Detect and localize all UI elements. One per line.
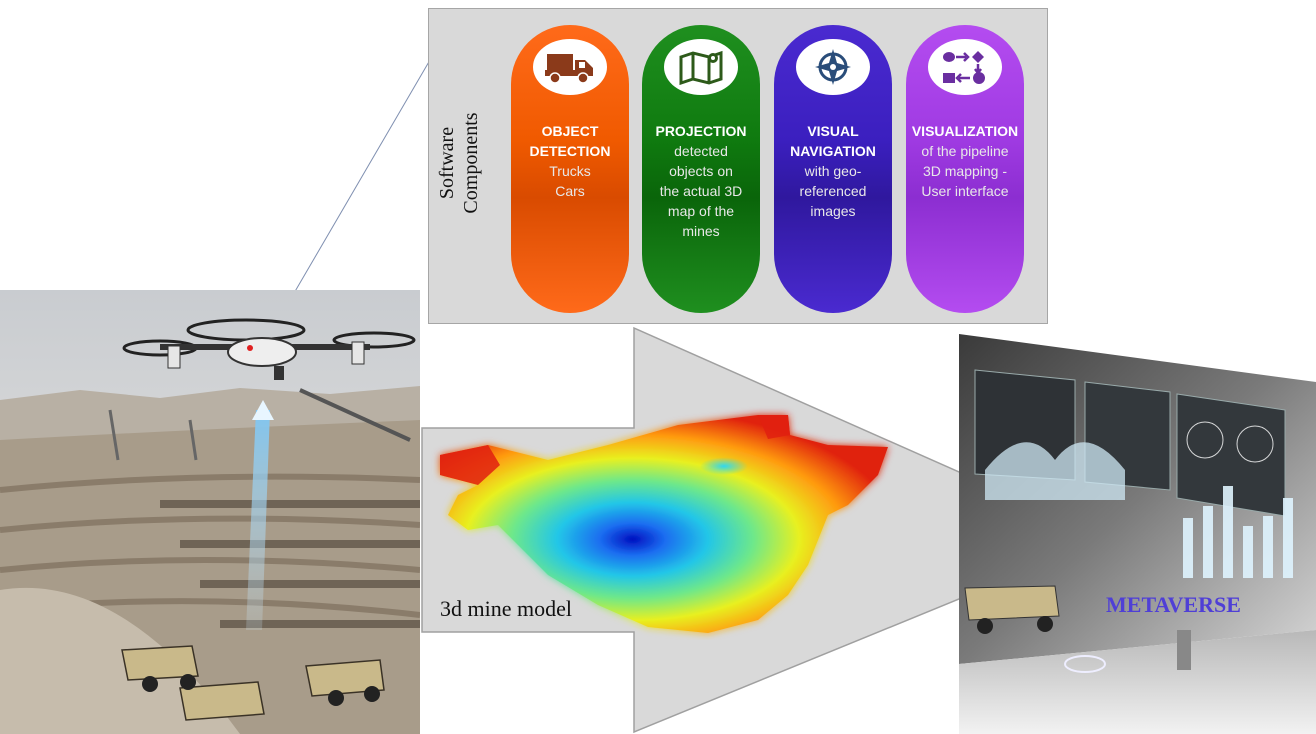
pill-body-line: with geo- <box>804 163 862 179</box>
flowchart-icon <box>928 39 1002 95</box>
pill-body-line: referenced <box>799 183 867 199</box>
pill-body-line: Cars <box>555 183 585 199</box>
metaverse-dashboard <box>959 334 1316 734</box>
map-icon <box>664 39 738 95</box>
pill-body-line: objects on <box>669 163 733 179</box>
truck-icon <box>533 39 607 95</box>
pill-head: VISUAL NAVIGATION <box>790 123 876 159</box>
pill-head: OBJECT DETECTION <box>529 123 611 159</box>
pill-body-line: map of the <box>667 203 735 219</box>
pill-body-line: images <box>810 203 856 219</box>
compass-icon <box>796 39 870 95</box>
pill-object-detection: OBJECT DETECTION Trucks Cars <box>511 25 629 313</box>
pill-body-line: Trucks <box>549 163 591 179</box>
pill-visualization: VISUALIZATION of the pipeline 3D mapping… <box>906 25 1024 313</box>
pill-body-line: the actual 3D <box>659 183 743 199</box>
metaverse-label: METAVERSE <box>1106 592 1241 617</box>
pill-body-line: of the pipeline <box>921 143 1009 159</box>
pill-body-line: User interface <box>921 183 1009 199</box>
pill-body-line: detected <box>674 143 728 159</box>
pill-head: PROJECTION <box>655 123 747 139</box>
pill-projection: PROJECTION detected objects on the actua… <box>642 25 760 313</box>
pill-head: VISUALIZATION <box>911 123 1019 139</box>
mine-3d-model <box>440 415 888 633</box>
model-label: 3d mine model <box>440 596 572 621</box>
pill-body-line: 3D mapping - <box>922 163 1008 179</box>
pill-body-line: mines <box>682 223 720 239</box>
drone-mine-photo <box>0 290 420 734</box>
pill-visual-navigation: VISUAL NAVIGATION with geo- referenced i… <box>774 25 892 313</box>
